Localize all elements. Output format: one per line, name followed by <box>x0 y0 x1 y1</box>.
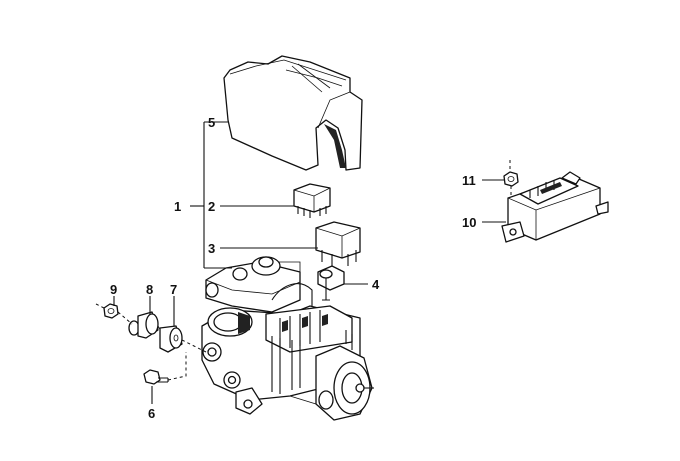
control-unit-part <box>501 171 609 243</box>
callout-7: 7 <box>170 282 177 297</box>
rubber-bush-part <box>159 325 183 353</box>
callout-1: 1 <box>174 199 181 214</box>
callout-5: 5 <box>208 115 215 130</box>
rubber-mount-part <box>128 311 159 339</box>
callout-9: 9 <box>110 282 117 297</box>
callout-10: 10 <box>462 215 476 230</box>
assembly-line-stud <box>167 352 187 381</box>
relay-large-part <box>315 221 361 266</box>
hydraulic-unit-part <box>201 256 374 421</box>
small-nut-part <box>503 160 519 198</box>
callout-4: 4 <box>372 277 380 292</box>
callout-8: 8 <box>146 282 153 297</box>
bracket-clamp-part <box>317 265 345 301</box>
callout-6: 6 <box>148 406 155 421</box>
callout-3: 3 <box>208 241 215 256</box>
callout-11: 11 <box>462 173 476 188</box>
stud-part <box>143 369 169 385</box>
cover-part <box>223 55 363 171</box>
relay-small-part <box>293 183 331 218</box>
nut-part <box>103 303 119 319</box>
callout-2: 2 <box>208 199 215 214</box>
